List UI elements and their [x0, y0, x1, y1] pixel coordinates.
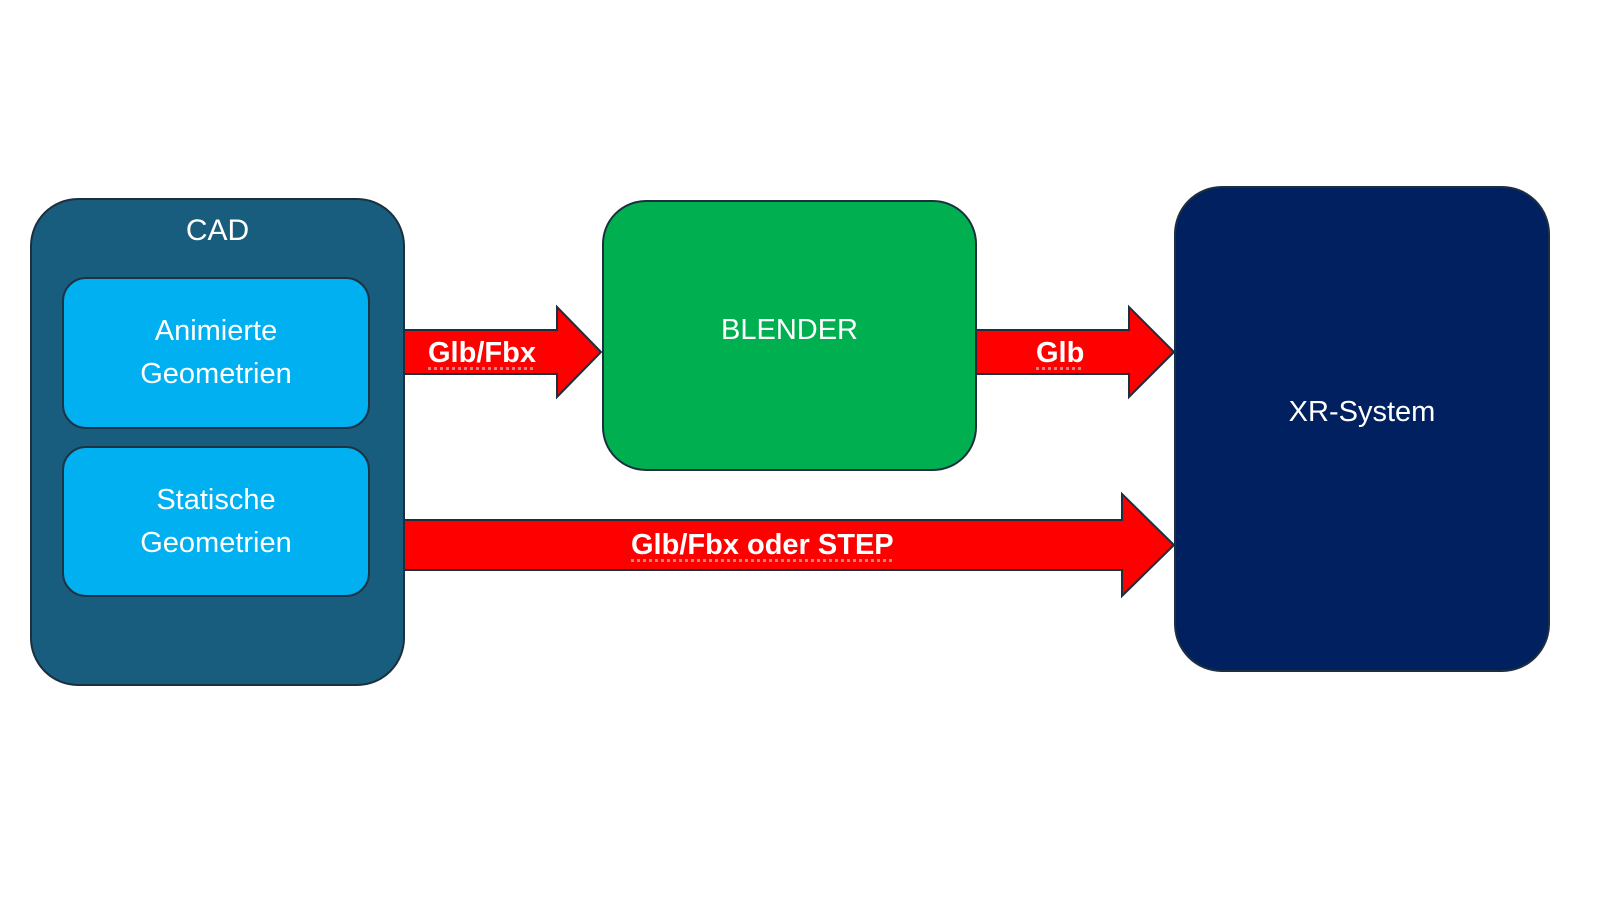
animated-line1: Animierte [154, 315, 278, 347]
cad-node [30, 198, 405, 686]
static-geometries-node: Statische Geometrien [62, 446, 370, 597]
blender-label: BLENDER [721, 314, 858, 346]
xr-system-label: XR-System [1288, 395, 1436, 428]
edge-label-cad-blender: Glb/Fbx [428, 337, 536, 369]
static-line2: Geometrien [140, 526, 292, 559]
xr-system-node: XR-System [1174, 186, 1550, 672]
blender-node: BLENDER [602, 200, 977, 471]
cad-title: CAD [185, 214, 250, 247]
animated-geometries-node: Animierte Geometrien [62, 277, 370, 429]
animated-line2: Geometrien [140, 358, 292, 390]
edge-label-cad-xr: Glb/Fbx oder STEP [631, 529, 894, 561]
static-line1: Statische [156, 483, 276, 516]
edge-label-blender-xr: Glb [1036, 337, 1085, 369]
